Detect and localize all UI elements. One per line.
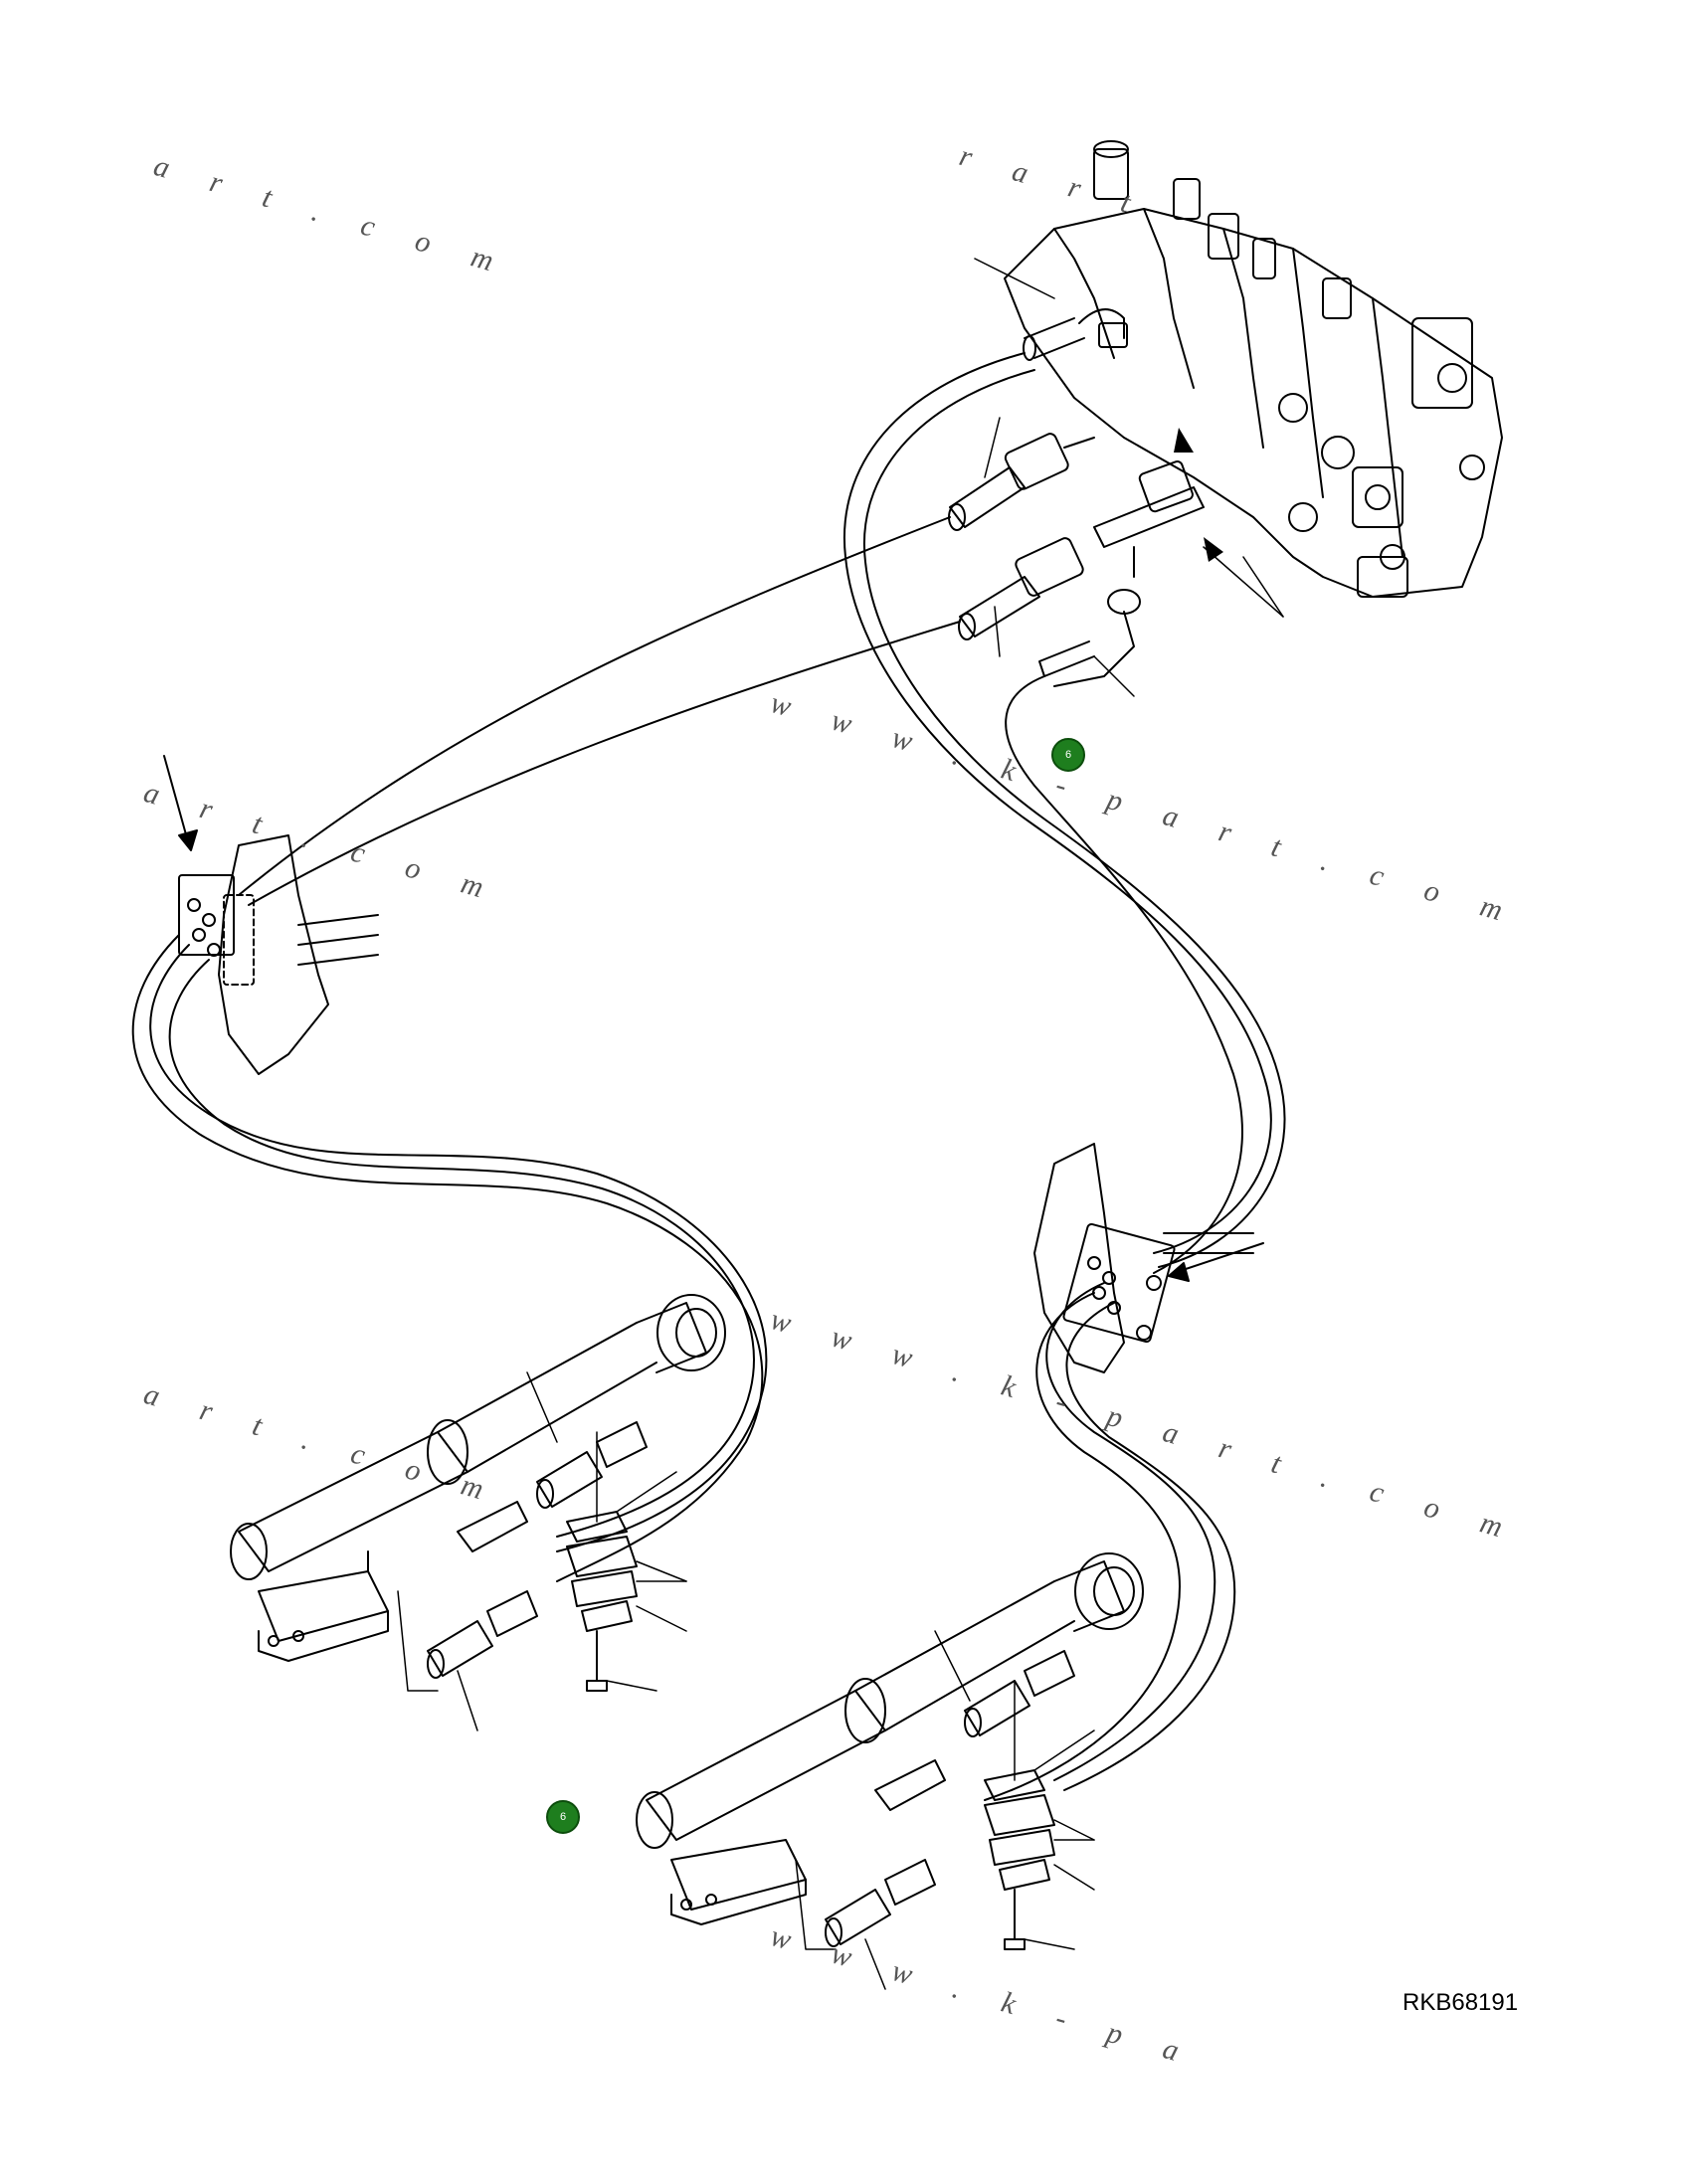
fitting-elbow-down (1038, 589, 1141, 687)
fitting-upper-elbow (1023, 308, 1128, 361)
arrow-heads-valve (1174, 428, 1223, 562)
right-clamp-assembly (984, 1680, 1055, 1950)
left-bracket (178, 834, 379, 1075)
tee-fitting (1093, 460, 1205, 578)
right-bracket (1033, 1143, 1254, 1373)
fitting-lower-connector (958, 537, 1084, 640)
control-valve-assembly (1004, 140, 1503, 598)
callout-badge-bottom[interactable]: 6 (546, 1800, 580, 1834)
leader-lines-right (795, 1630, 1095, 1990)
callout-badge-top[interactable]: 6 (1051, 738, 1085, 772)
right-cylinder (636, 1552, 1144, 1925)
left-cylinder (230, 1294, 726, 1662)
arrow-right-bracket (1168, 1242, 1264, 1282)
hose-lines (131, 352, 1286, 1801)
right-cylinder-fittings (825, 1650, 1075, 1947)
left-clamp-assembly (566, 1431, 638, 1692)
fitting-middle-connector (948, 433, 1095, 531)
arrow-left-bracket (163, 755, 198, 851)
leader-lines-left (397, 1371, 687, 1731)
left-cylinder-fittings (427, 1421, 648, 1679)
drawing-code: RKB68191 (1402, 1989, 1519, 2016)
leader-lines-valve (974, 258, 1284, 697)
